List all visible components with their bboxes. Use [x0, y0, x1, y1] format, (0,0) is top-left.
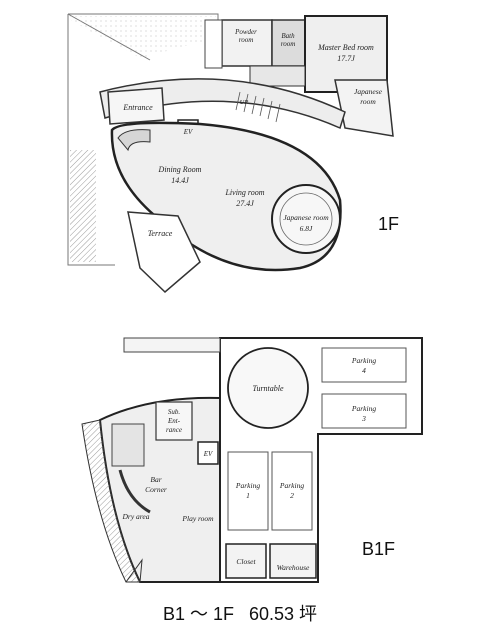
floor-label-1f: 1F	[378, 214, 399, 234]
stair-well	[204, 19, 223, 69]
site-hatch-top	[70, 16, 216, 58]
turntable-label: Turntable	[252, 384, 284, 393]
powder-room-area	[221, 19, 273, 67]
entrance-label: Entrance	[122, 103, 153, 112]
japanese-round-room-area	[271, 184, 341, 254]
parking-1-bay	[227, 451, 269, 531]
ev-label-1f: EV	[183, 128, 193, 136]
total-area-text: 60.53 坪	[249, 604, 318, 624]
japanese-round-room-inner	[279, 192, 333, 246]
ev-shaft-b1f	[197, 441, 219, 465]
parking-4-bay	[321, 347, 407, 383]
bar-counter	[118, 469, 151, 514]
play-room-label: Play room	[181, 514, 214, 523]
parking-2-bay	[271, 451, 313, 531]
site-hatch-left	[70, 150, 96, 262]
b1f-stair	[111, 423, 145, 467]
kitchen-counter	[117, 129, 151, 152]
closet-label: Closet	[236, 557, 256, 566]
turntable-area	[227, 347, 309, 429]
warehouse-area	[269, 543, 317, 579]
sub-entrance-area	[155, 401, 193, 441]
wardrobe-area	[249, 65, 306, 87]
stair-top-left	[123, 337, 221, 353]
floor-range-text: B1 〜 1F	[162, 604, 234, 624]
b1f-lower-outline	[125, 558, 143, 583]
sub-entrance-label: Sub.Ent-rance	[166, 408, 182, 434]
bath-room-area	[271, 19, 306, 67]
terrace-label: Terrace	[148, 229, 173, 238]
floor-label-b1f: B1F	[362, 539, 395, 559]
dry-area-label: Dry area	[121, 512, 149, 521]
entrance-area	[107, 87, 165, 125]
parking-3-bay	[321, 393, 407, 429]
terrace-area	[127, 211, 201, 294]
closet-area	[225, 543, 267, 579]
ev-label-b1f: EV	[203, 450, 213, 458]
warehouse-label: Warehouse	[277, 563, 310, 572]
stair-treads	[235, 91, 281, 123]
up-label: UP	[240, 99, 249, 106]
floor-area-caption: B1 〜 1F 60.53 坪	[0, 600, 480, 626]
